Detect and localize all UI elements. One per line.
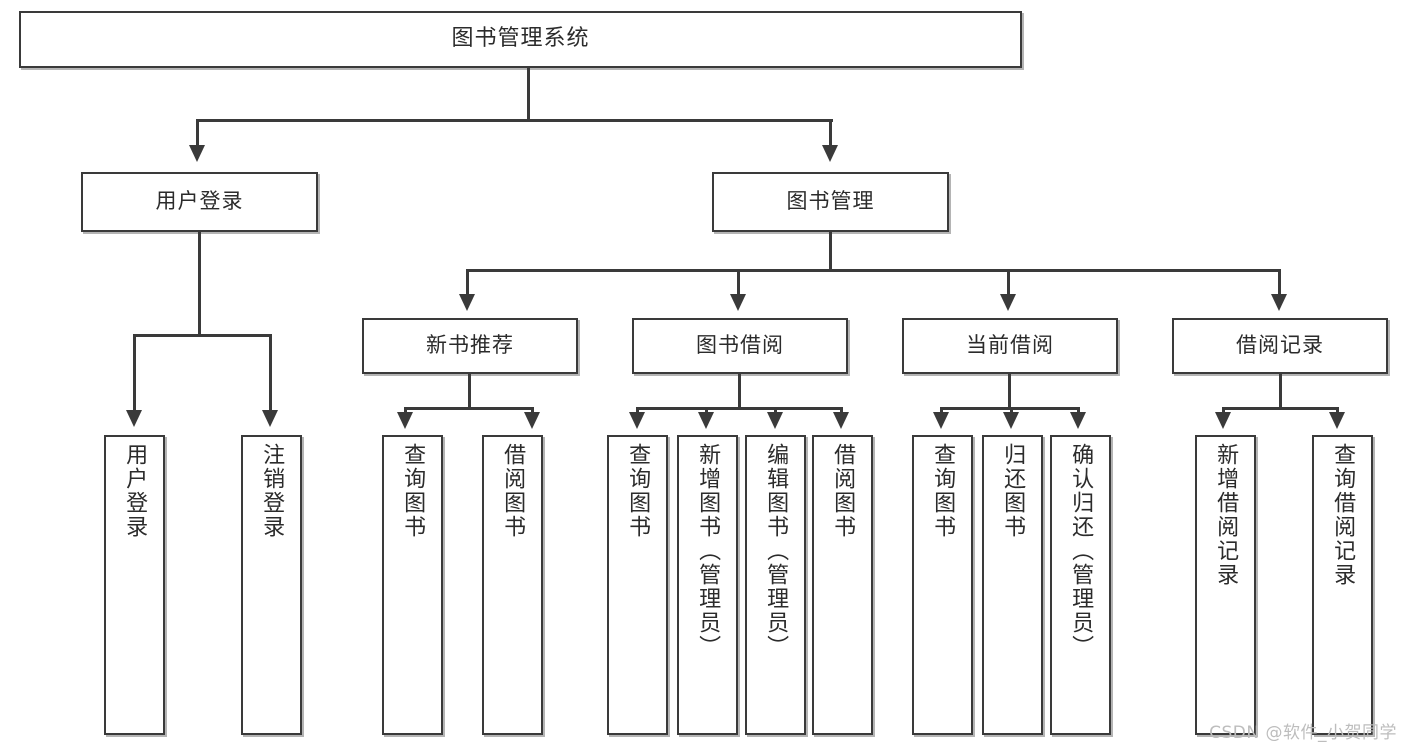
node-book-management[interactable]: 图书管理 xyxy=(712,172,949,232)
arrow-to-leaf-query-book-3 xyxy=(933,412,949,429)
arrow-to-leaf-edit-book xyxy=(767,412,783,429)
connector-borrow-record-bus xyxy=(1222,407,1339,410)
node-label: 查询图书 xyxy=(625,443,651,539)
node-label: 用户登录 xyxy=(122,443,148,539)
connector-book-management-stem xyxy=(829,232,832,269)
node-label: 确认归还（管理员） xyxy=(1068,443,1094,659)
connector-new-book-stem xyxy=(468,374,471,407)
connector-user-login-stem xyxy=(198,232,201,334)
connector-book-borrow-drop-1 xyxy=(636,407,639,415)
connector-borrow-record-drop-1 xyxy=(1222,407,1225,415)
node-label: 当前借阅 xyxy=(966,333,1054,358)
connector-level2-drop-4 xyxy=(1278,269,1281,294)
node-label: 图书管理 xyxy=(786,189,875,214)
arrow-to-leaf-borrow-book-2 xyxy=(833,412,849,429)
connector-current-borrow-drop-1 xyxy=(940,407,943,415)
connector-level2-drop-2 xyxy=(737,269,740,294)
node-root-book-management-system[interactable]: 图书管理系统 xyxy=(19,11,1022,68)
node-label: 查询借阅记录 xyxy=(1330,443,1356,587)
node-leaf-borrow-book[interactable]: 借阅图书 xyxy=(812,435,873,735)
node-leaf-logout[interactable]: 注销登录 xyxy=(241,435,302,735)
connector-level2-drop-1 xyxy=(466,269,469,294)
connector-root-drop-left xyxy=(196,119,199,145)
connector-user-login-drop-1 xyxy=(133,334,136,410)
node-borrow-record[interactable]: 借阅记录 xyxy=(1172,318,1388,374)
arrow-to-leaf-query-book-1 xyxy=(397,412,413,429)
node-label: 用户登录 xyxy=(155,189,244,214)
arrow-to-book-management xyxy=(822,145,838,162)
arrow-to-leaf-query-book-2 xyxy=(629,412,645,429)
node-leaf-query-book-recommend[interactable]: 查询图书 xyxy=(382,435,443,735)
node-leaf-add-book-admin[interactable]: 新增图书（管理员） xyxy=(677,435,738,735)
node-label: 新书推荐 xyxy=(426,333,514,358)
connector-current-borrow-drop-3 xyxy=(1077,407,1080,415)
arrow-to-user-login xyxy=(189,145,205,162)
node-label: 借阅图书 xyxy=(500,443,526,539)
arrow-to-leaf-add-record xyxy=(1215,412,1231,429)
node-book-borrow[interactable]: 图书借阅 xyxy=(632,318,848,374)
node-label: 图书借阅 xyxy=(696,333,784,358)
arrow-to-leaf-add-book xyxy=(698,412,714,429)
node-leaf-query-book-borrow[interactable]: 查询图书 xyxy=(607,435,668,735)
connector-book-borrow-stem xyxy=(738,374,741,407)
node-leaf-return-book[interactable]: 归还图书 xyxy=(982,435,1043,735)
connector-current-borrow-stem xyxy=(1008,374,1011,407)
connector-book-borrow-bus xyxy=(636,407,843,410)
node-label: 新增图书（管理员） xyxy=(695,443,721,659)
node-user-login[interactable]: 用户登录 xyxy=(81,172,318,232)
arrow-to-leaf-logout xyxy=(262,410,278,427)
node-current-borrow[interactable]: 当前借阅 xyxy=(902,318,1118,374)
node-leaf-add-borrow-record[interactable]: 新增借阅记录 xyxy=(1195,435,1256,735)
node-leaf-borrow-book-recommend[interactable]: 借阅图书 xyxy=(482,435,543,735)
arrow-to-leaf-borrow-book-1 xyxy=(524,412,540,429)
node-label: 借阅记录 xyxy=(1236,333,1324,358)
connector-level2-bus xyxy=(466,269,1281,272)
node-leaf-confirm-return-admin[interactable]: 确认归还（管理员） xyxy=(1050,435,1111,735)
node-label: 查询图书 xyxy=(930,443,956,539)
node-label: 新增借阅记录 xyxy=(1213,443,1239,587)
arrow-to-current-borrow xyxy=(1000,294,1016,311)
connector-root-stem xyxy=(527,68,530,119)
watermark-text: CSDN @软件_小贺同学 xyxy=(1209,723,1397,743)
node-label: 图书管理系统 xyxy=(451,26,590,52)
node-label: 归还图书 xyxy=(1000,443,1026,539)
arrow-to-book-borrow xyxy=(730,294,746,311)
node-leaf-query-book-current[interactable]: 查询图书 xyxy=(912,435,973,735)
connector-book-borrow-drop-2 xyxy=(705,407,708,415)
node-label: 编辑图书（管理员） xyxy=(763,443,789,659)
connector-borrow-record-drop-2 xyxy=(1336,407,1339,415)
node-leaf-edit-book-admin[interactable]: 编辑图书（管理员） xyxy=(745,435,806,735)
arrow-to-new-book-recommend xyxy=(459,294,475,311)
connector-book-borrow-drop-3 xyxy=(774,407,777,415)
connector-level2-drop-3 xyxy=(1007,269,1010,294)
arrow-to-leaf-confirm-return xyxy=(1070,412,1086,429)
connector-new-book-bus xyxy=(404,407,534,410)
connector-user-login-bus xyxy=(133,334,271,337)
node-label: 注销登录 xyxy=(259,443,285,539)
connector-root-bus xyxy=(196,119,833,122)
arrow-to-leaf-query-record xyxy=(1329,412,1345,429)
node-label: 借阅图书 xyxy=(830,443,856,539)
arrow-to-leaf-return-book xyxy=(1003,412,1019,429)
connector-user-login-drop-2 xyxy=(269,334,272,410)
node-leaf-user-login[interactable]: 用户登录 xyxy=(104,435,165,735)
node-leaf-query-borrow-record[interactable]: 查询借阅记录 xyxy=(1312,435,1373,735)
arrow-to-borrow-record xyxy=(1271,294,1287,311)
arrow-to-leaf-user-login xyxy=(126,410,142,427)
connector-current-borrow-drop-2 xyxy=(1010,407,1013,415)
node-label: 查询图书 xyxy=(400,443,426,539)
node-new-book-recommend[interactable]: 新书推荐 xyxy=(362,318,578,374)
connector-book-borrow-drop-4 xyxy=(840,407,843,415)
connector-borrow-record-stem xyxy=(1279,374,1282,407)
connector-root-drop-right xyxy=(829,119,832,145)
